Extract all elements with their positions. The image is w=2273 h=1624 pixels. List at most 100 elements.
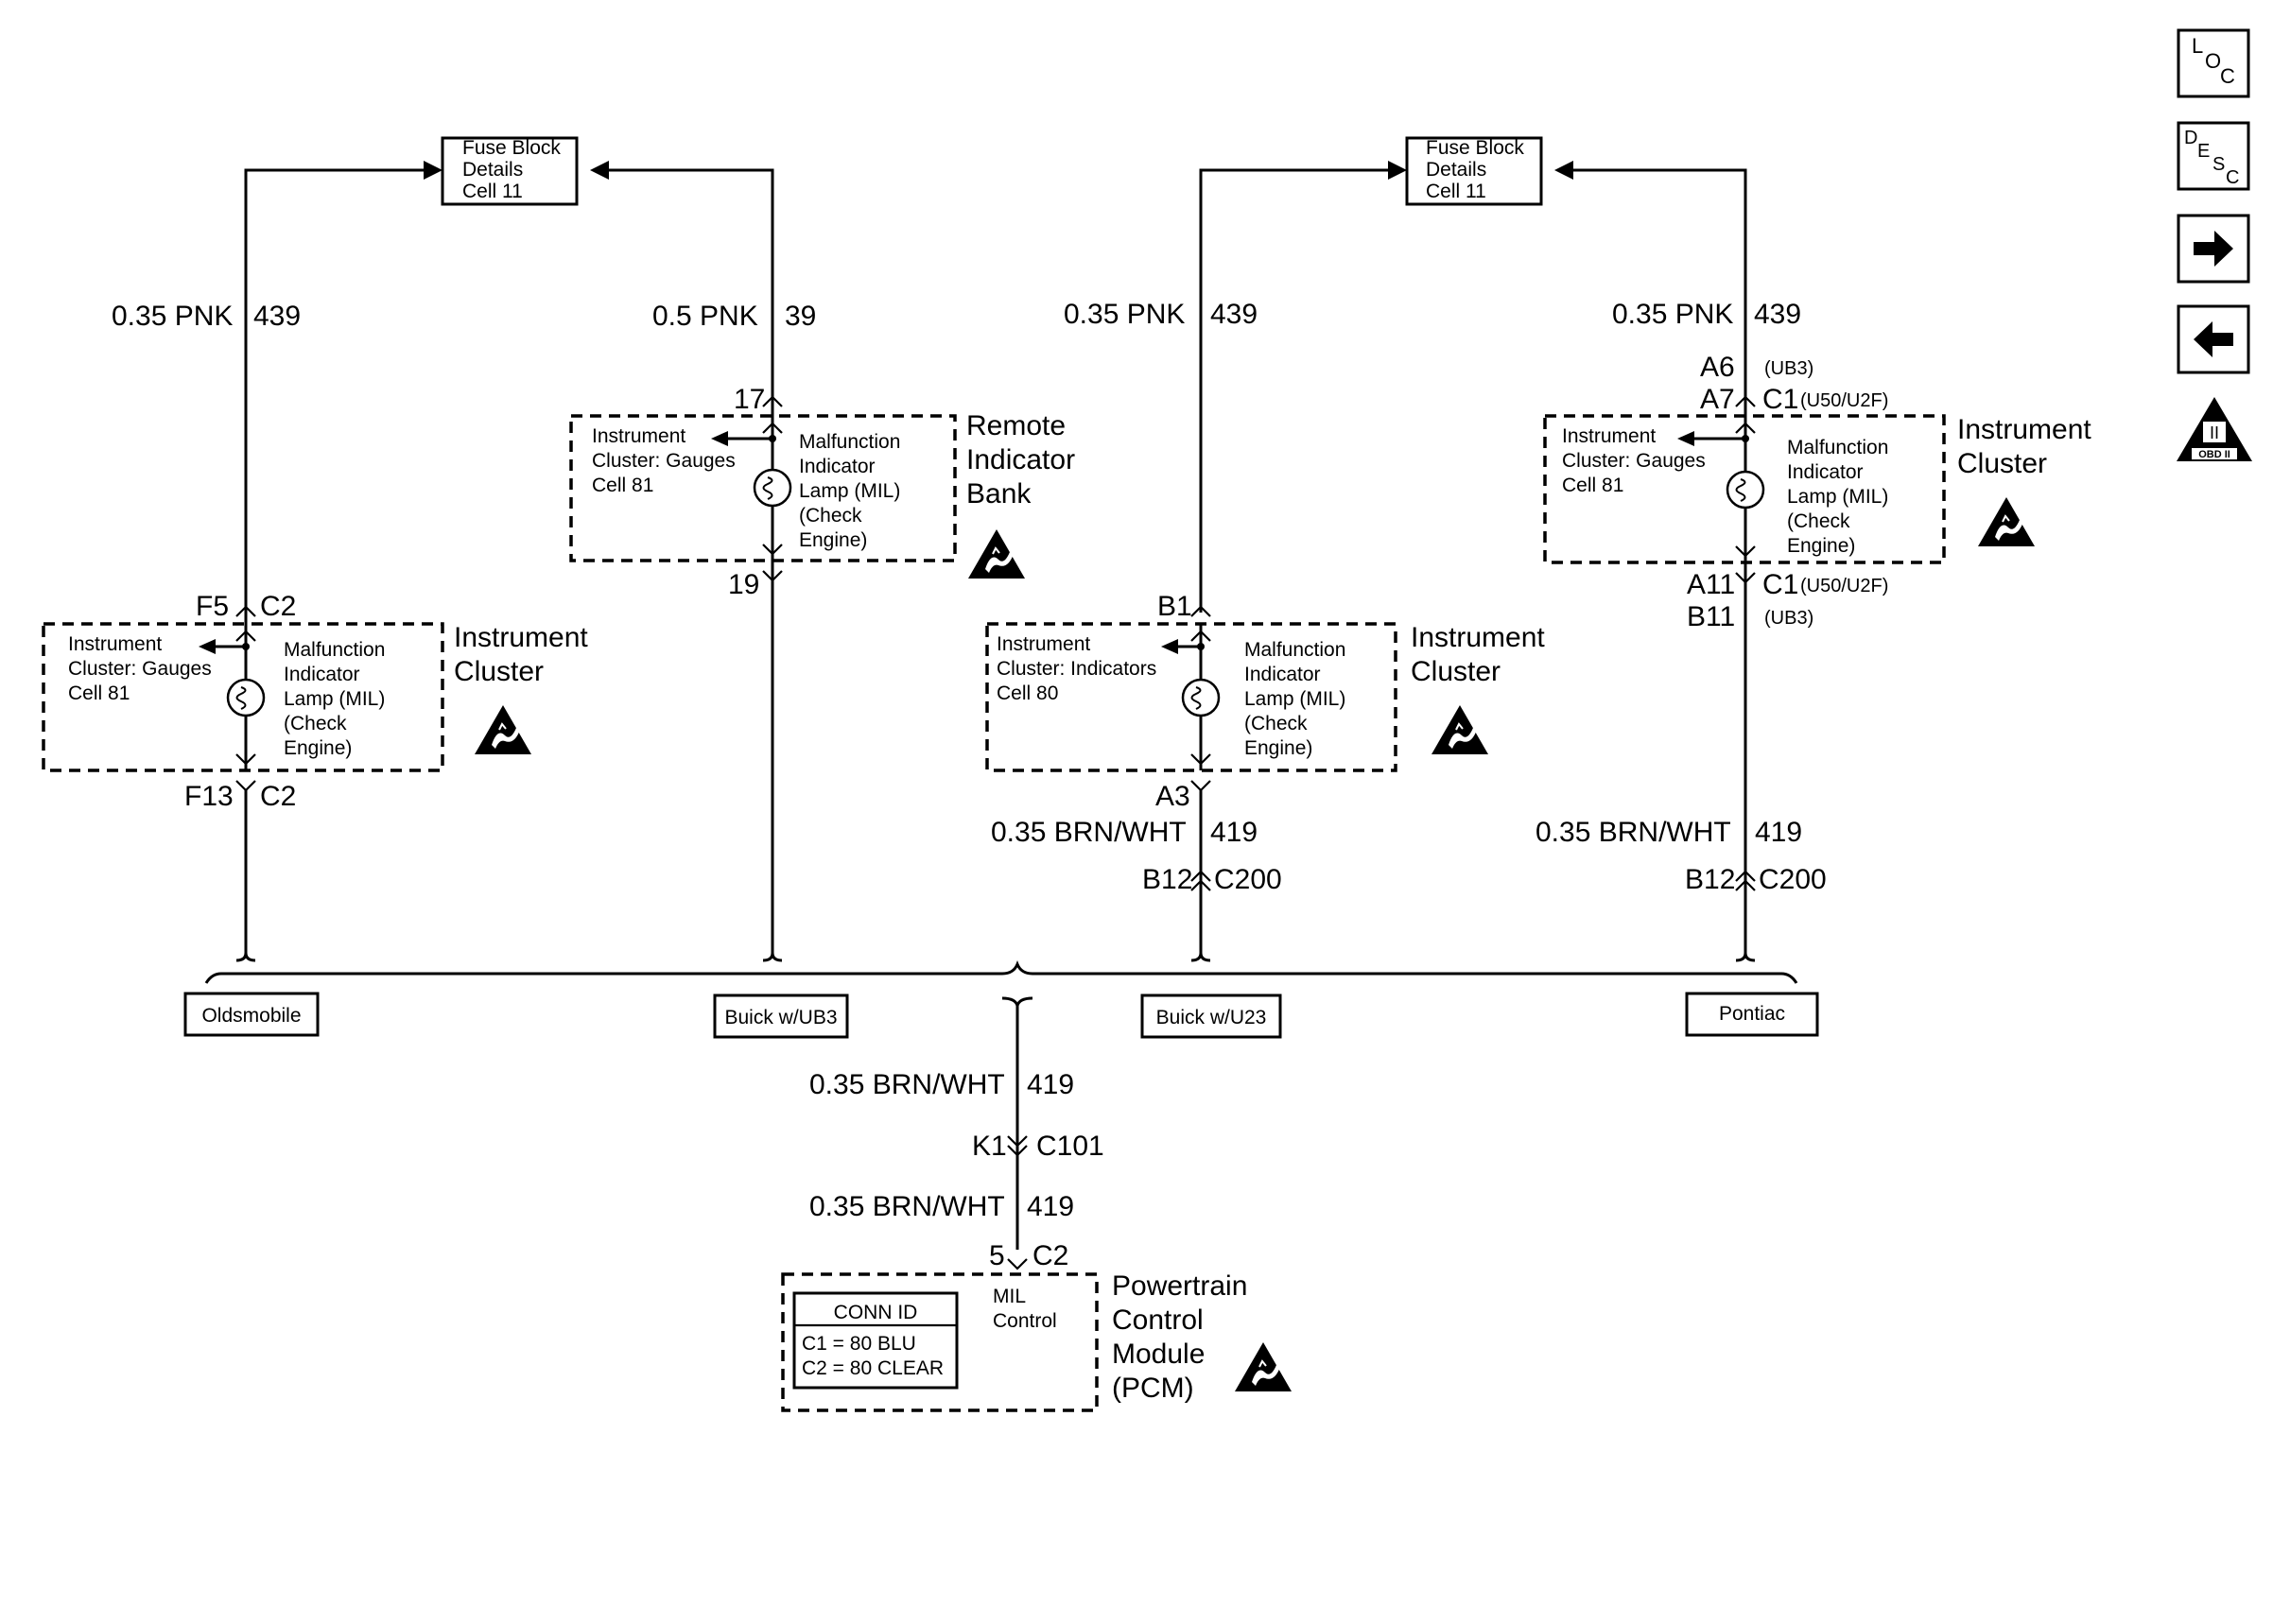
obd-ii-button[interactable]: II OBD II	[2177, 397, 2252, 461]
pontiac-module-name-line2: Cluster	[1957, 448, 2047, 479]
wire-olds-circuit: 439	[253, 301, 301, 332]
olds-bottom-conn: C2	[260, 781, 296, 812]
pontiac-lamp-line5: Engine)	[1787, 535, 1855, 557]
remote-indicator-bank: 17 Instrument Cluster: Gauges Cell 81 Ma…	[569, 384, 1075, 955]
rib-bottom-pin: 19	[728, 569, 759, 600]
olds-lamp-line3: Lamp (MIL)	[284, 688, 385, 710]
rib-lamp-line1: Malfunction	[799, 431, 900, 453]
c101-pin: K1	[972, 1131, 1007, 1162]
olds-lamp-line2: Indicator	[284, 664, 360, 685]
olds-bottom-pin: F13	[184, 781, 234, 812]
rib-lamp-line2: Indicator	[799, 456, 876, 477]
pontiac-a7-pin: A7	[1700, 384, 1735, 415]
u23-module-name-line2: Cluster	[1411, 656, 1501, 687]
pontiac-lamp-line1: Malfunction	[1787, 437, 1888, 458]
wire-main-upper-gauge: 0.35 BRN/WHT	[809, 1069, 1005, 1100]
pcm-pin: 5	[989, 1240, 1005, 1271]
fuse-block-right-line2: Details	[1426, 159, 1486, 181]
fuse-feed-wires	[244, 161, 1747, 624]
main-feed: 0.35 BRN/WHT 419 K1 C101 0.35 BRN/WHT 41…	[809, 1069, 1104, 1271]
wire-u23-gauge: 0.35 PNK	[1064, 299, 1185, 330]
rib-lamp-line4: (Check	[799, 505, 862, 527]
pontiac-ref-line2: Cluster: Gauges	[1562, 450, 1706, 472]
pontiac-a11-conn: C1	[1762, 569, 1798, 600]
wire-u23-circuit: 439	[1210, 299, 1258, 330]
pontiac-b11-pin: B11	[1687, 601, 1735, 632]
variant-oldsmobile: Oldsmobile	[201, 1005, 301, 1027]
pontiac-a11-option: (U50/U2F)	[1800, 576, 1888, 596]
olds-lamp-line5: Engine)	[284, 737, 352, 759]
pontiac-ref-line1: Instrument	[1562, 425, 1656, 447]
wire-u23-bottom-gauge: 0.35 BRN/WHT	[991, 817, 1187, 848]
obd-ii-label: OBD II	[2198, 449, 2230, 460]
desc-letter-e: E	[2197, 141, 2210, 162]
rib-module-name-line2: Indicator	[966, 444, 1075, 475]
u23-ref-line2: Cluster: Indicators	[997, 658, 1156, 680]
pontiac-lamp-line2: Indicator	[1787, 461, 1864, 483]
u23-lamp-line4: (Check	[1244, 713, 1308, 734]
rib-ref-line3: Cell 81	[592, 475, 653, 496]
olds-instrument-cluster: F5 C2 Instrument Cluster: Gauges Cell 81…	[42, 591, 588, 955]
pcm-mil-line2: Control	[993, 1310, 1057, 1332]
u23-top-pin: B1	[1157, 591, 1192, 622]
u23-bottom-pin: A3	[1155, 781, 1190, 812]
u23-c200-conn: C200	[1214, 864, 1282, 895]
loc-letter-c: C	[2220, 64, 2235, 88]
olds-module-name-line1: Instrument	[454, 622, 588, 653]
olds-ref-line1: Instrument	[68, 633, 162, 655]
pcm-name-line4: (PCM)	[1112, 1373, 1194, 1404]
fuse-block-left-line3: Cell 11	[462, 181, 523, 202]
fuse-block-left-line1: Fuse Block	[462, 137, 561, 159]
next-page-button[interactable]	[2177, 214, 2250, 284]
pcm-name-line2: Control	[1112, 1304, 1204, 1336]
fuse-block-left: Fuse Block Details Cell 11	[441, 136, 579, 206]
variant-buick-ub3: Buick w/UB3	[724, 1007, 837, 1028]
pcm-name-line1: Powertrain	[1112, 1270, 1247, 1302]
left-arrow-icon	[2194, 321, 2233, 357]
olds-esd-icon	[474, 704, 532, 755]
olds-top-pin: F5	[196, 591, 229, 622]
u23-lamp-line3: Lamp (MIL)	[1244, 688, 1345, 710]
pontiac-ref-line3: Cell 81	[1562, 475, 1623, 496]
pcm-conn: C2	[1032, 1240, 1068, 1271]
rib-esd-icon	[967, 528, 1026, 579]
pontiac-a6-pin: A6	[1700, 352, 1735, 383]
pcm-esd-icon	[1234, 1341, 1293, 1392]
previous-page-button[interactable]	[2177, 304, 2250, 374]
pcm-conn-id-row1: C1 = 80 BLU	[802, 1333, 916, 1355]
u23-module-name-line1: Instrument	[1411, 622, 1545, 653]
wire-pontiac-circuit: 439	[1754, 299, 1801, 330]
variant-bracket	[204, 952, 1798, 1250]
pontiac-a11-pin: A11	[1687, 569, 1735, 600]
loc-letter-l: L	[2192, 34, 2203, 58]
u23-esd-icon	[1431, 704, 1489, 755]
pcm-module: CONN ID C1 = 80 BLU C2 = 80 CLEAR MIL Co…	[781, 1270, 1293, 1412]
pontiac-a7-conn: C1	[1762, 384, 1798, 415]
right-arrow-icon	[2194, 231, 2233, 267]
variant-pontiac: Pontiac	[1719, 1003, 1785, 1025]
olds-lamp-line4: (Check	[284, 713, 347, 734]
u23-instrument-cluster: B1 Instrument Cluster: Indicators Cell 8…	[985, 591, 1545, 955]
wire-rib-gauge: 0.5 PNK	[652, 301, 758, 332]
rib-lamp-line3: Lamp (MIL)	[799, 480, 900, 502]
fuse-block-right: Fuse Block Details Cell 11	[1405, 136, 1543, 206]
rib-lamp-line5: Engine)	[799, 529, 867, 551]
pontiac-lamp-line3: Lamp (MIL)	[1787, 486, 1888, 508]
variant-labels: Oldsmobile Buick w/UB3 Buick w/U23 Ponti…	[183, 992, 1819, 1039]
olds-top-conn: C2	[260, 591, 296, 622]
olds-lamp-line1: Malfunction	[284, 639, 385, 661]
description-button[interactable]: D E S C	[2177, 121, 2250, 191]
rib-module-name-line1: Remote	[966, 410, 1066, 441]
location-button[interactable]: L O C	[2177, 28, 2250, 98]
pontiac-c200-conn: C200	[1759, 864, 1827, 895]
loc-letter-o: O	[2205, 49, 2221, 73]
rib-module-name-line3: Bank	[966, 478, 1032, 510]
pontiac-b11-option: (UB3)	[1764, 608, 1813, 629]
pontiac-a6-option: (UB3)	[1764, 358, 1813, 379]
pontiac-instrument-cluster: A6 (UB3) A7 C1 (U50/U2F) Instrument Clus…	[1536, 352, 2091, 955]
rib-ref-line2: Cluster: Gauges	[592, 450, 736, 472]
pcm-conn-id-title: CONN ID	[834, 1302, 918, 1323]
wire-main-lower-circuit: 419	[1027, 1191, 1074, 1222]
olds-ref-line2: Cluster: Gauges	[68, 658, 212, 680]
